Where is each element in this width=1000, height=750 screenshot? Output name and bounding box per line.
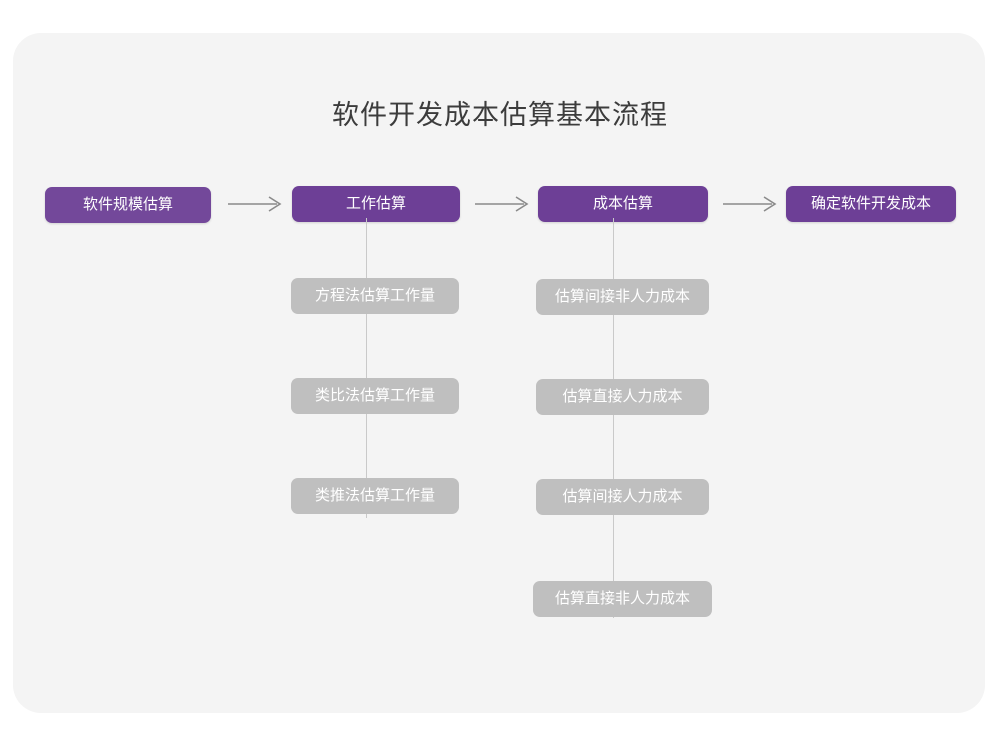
stage-box-determine-development-cost[interactable]: 确定软件开发成本 bbox=[786, 186, 956, 222]
arrow-right-icon-2 bbox=[475, 193, 531, 215]
arrow-right-icon-1 bbox=[228, 193, 284, 215]
stage-box-effort-estimation[interactable]: 工作估算 bbox=[292, 186, 460, 222]
stage-box-software-size-estimation[interactable]: 软件规模估算 bbox=[45, 187, 211, 223]
sub-box-equation-method-effort[interactable]: 方程法估算工作量 bbox=[291, 278, 459, 314]
sub-box-indirect-nonlabor-cost[interactable]: 估算间接非人力成本 bbox=[536, 279, 709, 315]
diagram-card bbox=[13, 33, 985, 713]
stage-box-cost-estimation[interactable]: 成本估算 bbox=[538, 186, 708, 222]
sub-box-direct-labor-cost[interactable]: 估算直接人力成本 bbox=[536, 379, 709, 415]
sub-box-analogy-method-effort[interactable]: 类比法估算工作量 bbox=[291, 378, 459, 414]
arrow-right-icon-3 bbox=[723, 193, 779, 215]
page-title: 软件开发成本估算基本流程 bbox=[332, 100, 668, 130]
vertical-connector-column-3 bbox=[613, 218, 614, 618]
vertical-connector-column-2 bbox=[366, 218, 367, 518]
sub-box-inference-method-effort[interactable]: 类推法估算工作量 bbox=[291, 478, 459, 514]
sub-box-direct-nonlabor-cost[interactable]: 估算直接非人力成本 bbox=[533, 581, 712, 617]
sub-box-indirect-labor-cost[interactable]: 估算间接人力成本 bbox=[536, 479, 709, 515]
